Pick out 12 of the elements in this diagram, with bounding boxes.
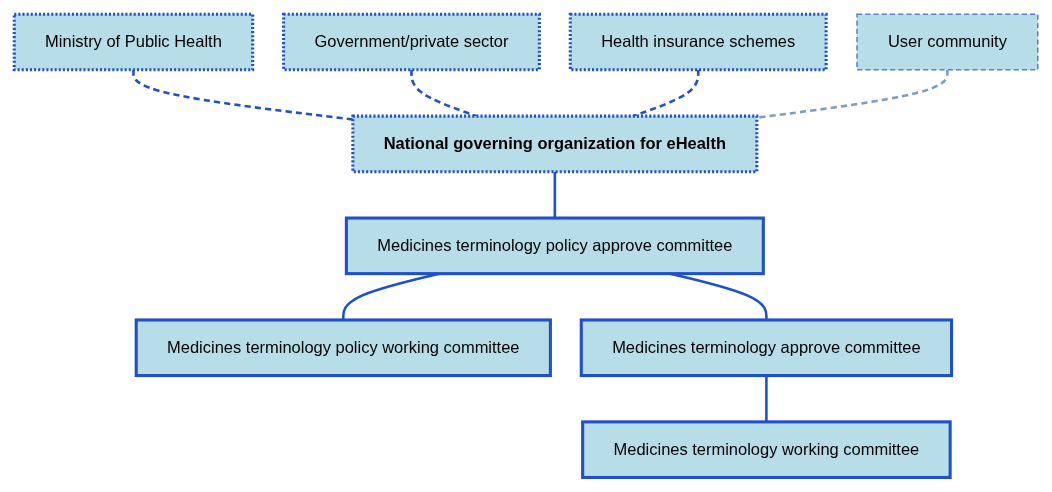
node-box: Health insurance schemes xyxy=(568,12,828,72)
node-box: Medicines terminology policy working committee xyxy=(134,318,552,378)
node-box: User community xyxy=(856,13,1039,71)
node-box: Medicines terminology working committee xyxy=(581,420,952,480)
node-box: Medicines terminology approve committee xyxy=(579,318,954,378)
node-box: National governing organization for eHealth xyxy=(351,114,759,174)
connector xyxy=(553,171,557,219)
connector xyxy=(765,375,768,422)
connector xyxy=(756,69,949,120)
node-box: Medicines terminology policy approve committee xyxy=(344,216,765,276)
node-box: Government/private sector xyxy=(282,12,541,72)
node-box: Ministry of Public Health xyxy=(12,12,255,72)
